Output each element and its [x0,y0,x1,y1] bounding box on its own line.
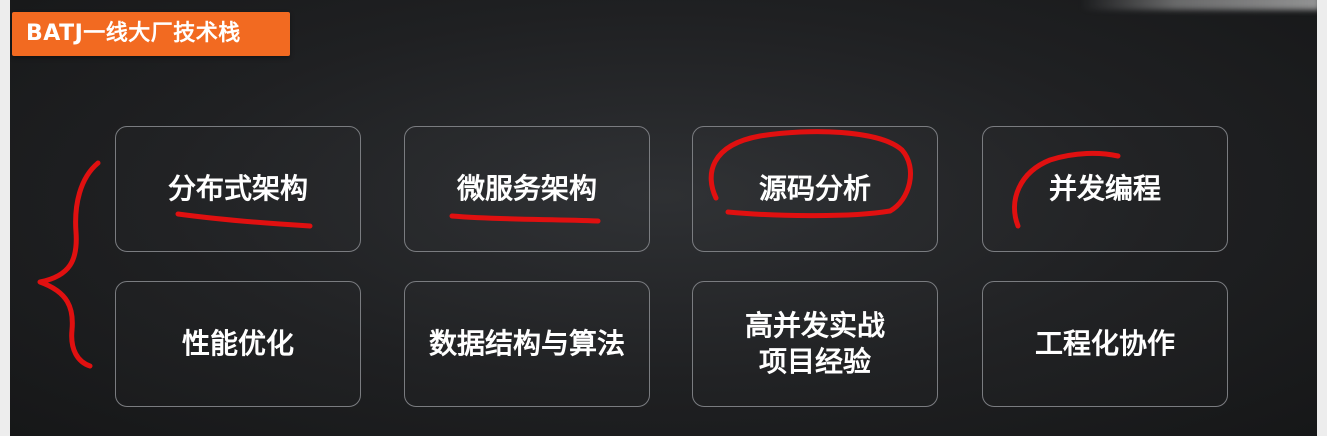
card-label: 微服务架构 [456,172,597,205]
card-source-code-analysis: 源码分析 [692,126,938,252]
header-title: BATJ一线大厂技术栈 [26,21,241,46]
slide-canvas: BATJ一线大厂技术栈 分布式架构 微服务架构 源码分析 并发编程 性能优化 数… [10,0,1317,436]
card-label: 工程化协作 [1034,327,1175,360]
card-high-concurrency-project: 高并发实战 项目经验 [692,281,938,407]
card-label: 性能优化 [181,327,294,360]
card-label: 并发编程 [1048,172,1161,205]
card-label: 分布式架构 [167,172,308,205]
card-distributed-architecture: 分布式架构 [115,126,361,252]
card-performance-optimization: 性能优化 [115,281,361,407]
card-concurrent-programming: 并发编程 [982,126,1228,252]
card-microservice-architecture: 微服务架构 [404,126,650,252]
card-label: 高并发实战 项目经验 [744,309,885,378]
card-data-structures-algorithms: 数据结构与算法 [404,281,650,407]
blurred-top-text [1080,0,1317,10]
card-label: 数据结构与算法 [428,327,625,360]
header-title-badge: BATJ一线大厂技术栈 [12,12,290,56]
card-engineering-collaboration: 工程化协作 [982,281,1228,407]
annotation-left-brace [37,160,101,369]
card-label: 源码分析 [758,172,871,205]
